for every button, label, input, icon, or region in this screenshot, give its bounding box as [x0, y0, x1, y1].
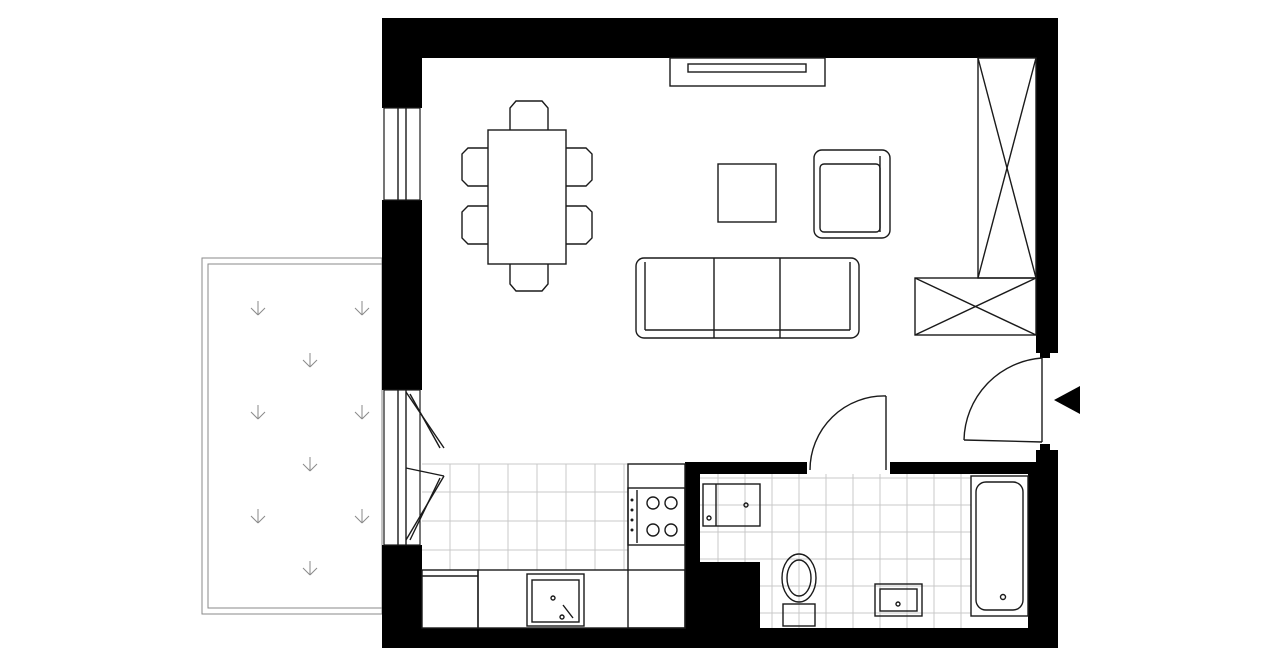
kitchen-counter [421, 463, 686, 629]
bathtub [970, 475, 1029, 617]
walls [382, 18, 1058, 648]
slope-arrow [361, 515, 370, 524]
window-living [383, 107, 421, 201]
entrance-door [963, 357, 1043, 443]
slope-arrow [257, 307, 266, 316]
slope-arrow [257, 515, 266, 524]
entrance-marker-icon [1054, 386, 1080, 414]
kitchen-sink [526, 573, 585, 627]
tv-unit [669, 57, 826, 87]
armchair [813, 149, 891, 239]
shoe-cabinet [914, 277, 1037, 336]
washbasin [874, 583, 923, 617]
slope-arrow [354, 411, 363, 420]
slope-arrow [354, 307, 363, 316]
slope-arrow [361, 307, 370, 316]
slope-arrow [302, 359, 311, 368]
washing-machine [702, 483, 761, 527]
slope-arrow [354, 515, 363, 524]
slope-arrow [361, 411, 370, 420]
slope-arrow [302, 567, 311, 576]
slope-arrow [302, 463, 311, 472]
dining-table [487, 129, 567, 265]
sofa [635, 257, 860, 339]
terrace-slope-arrows [250, 301, 370, 576]
stove [627, 487, 686, 546]
slope-arrow [250, 307, 259, 316]
slope-arrow [309, 567, 318, 576]
terrace [201, 257, 383, 615]
toilet [781, 553, 817, 627]
dining-chairs [461, 100, 593, 292]
wardrobe [977, 57, 1037, 279]
slope-arrow [309, 463, 318, 472]
kitchen-floor-tiles [422, 463, 628, 570]
bathroom-door [809, 395, 887, 471]
slope-arrow [309, 359, 318, 368]
slope-arrow [250, 411, 259, 420]
slope-arrow [250, 515, 259, 524]
slope-arrow [257, 411, 266, 420]
coffee-table [717, 163, 777, 223]
balcony-door [383, 389, 445, 546]
